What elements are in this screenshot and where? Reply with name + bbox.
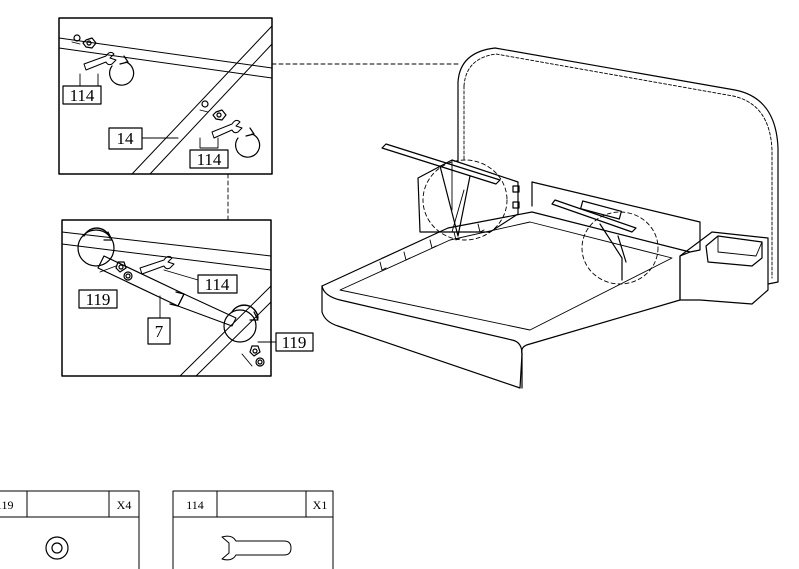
parts-table-washer: 119 X4 bbox=[0, 490, 140, 569]
lift-arm-right bbox=[551, 199, 637, 281]
rotate-arrow-lower bbox=[235, 127, 261, 158]
callout-119-left: 119 bbox=[86, 290, 111, 309]
callout-box-14 bbox=[108, 127, 143, 150]
strut-end-right bbox=[223, 304, 265, 367]
lift-arm-left bbox=[381, 143, 501, 237]
callout-14: 14 bbox=[117, 129, 135, 148]
callout-box-114-upper bbox=[62, 85, 102, 105]
detail-top: 114 14 114 bbox=[58, 17, 273, 175]
rotate-arrow-upper bbox=[109, 55, 135, 86]
callout-114-lower: 114 bbox=[197, 150, 222, 169]
callout-114-upper: 114 bbox=[70, 86, 95, 105]
bolt-and-nut-lower bbox=[199, 100, 227, 121]
callout-box-7 bbox=[147, 317, 171, 345]
bolt-and-nut-upper bbox=[71, 34, 97, 49]
callout-box-119-right bbox=[275, 332, 314, 352]
callout-7: 7 bbox=[155, 322, 164, 341]
bed-illustration bbox=[227, 47, 779, 389]
quantity-119: X4 bbox=[117, 498, 132, 512]
callout-box-114-lower bbox=[189, 149, 229, 169]
bed-base-frame bbox=[321, 211, 691, 389]
callout-box-114 bbox=[197, 274, 238, 294]
gas-strut bbox=[97, 255, 237, 327]
detail-circles bbox=[422, 159, 659, 285]
wrench-lower bbox=[211, 119, 243, 139]
wrench-bottom bbox=[139, 255, 175, 275]
part-number-114: 114 bbox=[186, 498, 204, 512]
washer-icon bbox=[45, 536, 69, 560]
part-number-119: 119 bbox=[0, 498, 14, 512]
head-end-box bbox=[417, 159, 520, 233]
wrench-upper bbox=[83, 51, 117, 71]
detail-bottom: 119 114 7 119 bbox=[61, 219, 314, 377]
quantity-114: X1 bbox=[313, 498, 328, 512]
headboard bbox=[457, 47, 779, 285]
wrench-icon bbox=[221, 535, 292, 561]
back-panel bbox=[531, 181, 701, 253]
callout-114: 114 bbox=[205, 275, 230, 294]
leader-lines bbox=[227, 63, 459, 221]
callout-119-right: 119 bbox=[282, 333, 307, 352]
callout-box-119-left bbox=[78, 289, 118, 309]
side-tray bbox=[679, 231, 769, 305]
strut-end-left bbox=[77, 227, 133, 281]
parts-table-wrench: 114 X1 bbox=[172, 490, 334, 569]
frame-brackets bbox=[379, 223, 485, 271]
